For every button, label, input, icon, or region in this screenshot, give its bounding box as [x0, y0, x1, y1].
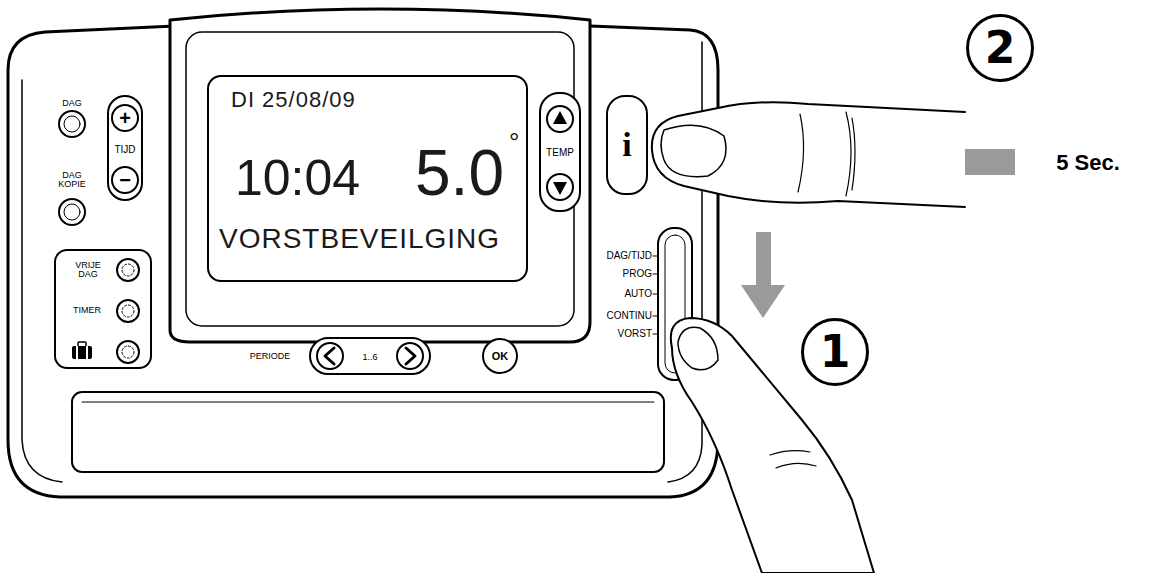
button-text: 2: [985, 26, 1016, 70]
callout-number: 2: [966, 14, 1034, 82]
button-text: +: [119, 108, 131, 128]
holiday-button: [117, 341, 139, 363]
minus-button: −: [111, 166, 139, 194]
button-label: PERIODE: [250, 352, 291, 361]
front-flap: [72, 392, 664, 472]
button-text: i: [622, 128, 631, 162]
suitcase-icon: [72, 342, 92, 359]
timer-button: [117, 300, 139, 322]
function-group-frame: [55, 250, 151, 368]
holiday-day-button: [117, 259, 139, 281]
temp-down-button: [547, 174, 573, 200]
period-button-frame: [310, 338, 430, 374]
holiday-day-button: [122, 264, 134, 276]
copy-day-button: [59, 199, 85, 225]
down-arrow-symbol: [553, 182, 567, 195]
button-label: TEMP: [546, 148, 574, 159]
ok-button: OK: [482, 338, 518, 374]
housing: [8, 26, 718, 497]
mode-label: DAG/TIJD: [606, 251, 652, 262]
mode-label: CONTINU: [606, 311, 652, 322]
plus-button: +: [111, 104, 139, 132]
mode-label: AUTO: [624, 289, 652, 300]
lcd-date: DI 25/08/09: [231, 89, 356, 111]
period-back-button: [317, 343, 343, 369]
callout-number: 1: [801, 318, 869, 386]
finger-crease: [798, 112, 855, 196]
info-button: i: [606, 95, 648, 195]
button-label: VRIJE DAG: [70, 261, 106, 280]
finger-crease: [770, 451, 816, 468]
chevron-right-symbol: [406, 348, 415, 364]
lcd-time: 10:04: [235, 153, 360, 203]
chevron-left-symbol: [325, 348, 334, 364]
mode-label: PROG: [623, 269, 652, 280]
button-label: TIMER: [73, 306, 101, 315]
button-label: DAG: [62, 99, 82, 108]
button-text: 1: [820, 330, 851, 374]
finger: [652, 102, 965, 207]
button-text: −: [119, 170, 131, 190]
copy-day-button: [64, 204, 80, 220]
temp-up-button: [547, 106, 573, 132]
temp-button-frame: [540, 93, 580, 211]
fingernail: [661, 125, 726, 176]
button-label: DAG KOPIE: [51, 171, 93, 190]
finger: [671, 318, 874, 573]
lcd-status: VORSTBEVEILGING: [219, 225, 500, 253]
button-label: 1..6: [362, 353, 377, 362]
lcd-degree: °: [509, 129, 519, 155]
lcd-temperature: 5.0: [415, 141, 504, 205]
front-flap-edge: [82, 402, 654, 403]
day-button: [59, 111, 85, 137]
up-arrow-symbol: [553, 111, 567, 124]
mode-label: VORST: [618, 329, 652, 340]
time-button-frame: [108, 96, 142, 200]
timer-button: [122, 305, 134, 317]
lcd-screen: DI 25/08/09 10:04 5.0° VORSTBEVEILGING: [207, 75, 528, 282]
button-text: OK: [492, 351, 509, 362]
display-frame: [186, 32, 574, 326]
duration-label: 5 Sec.: [1056, 151, 1120, 174]
holiday-button: [122, 346, 134, 358]
fingernail: [678, 327, 718, 370]
slider-ticks: [653, 256, 658, 334]
button-label: TIJD: [114, 145, 135, 156]
period-forward-button: [397, 343, 423, 369]
display-hood: [170, 9, 590, 342]
day-button: [64, 116, 80, 132]
slide-arrow: [741, 232, 785, 318]
